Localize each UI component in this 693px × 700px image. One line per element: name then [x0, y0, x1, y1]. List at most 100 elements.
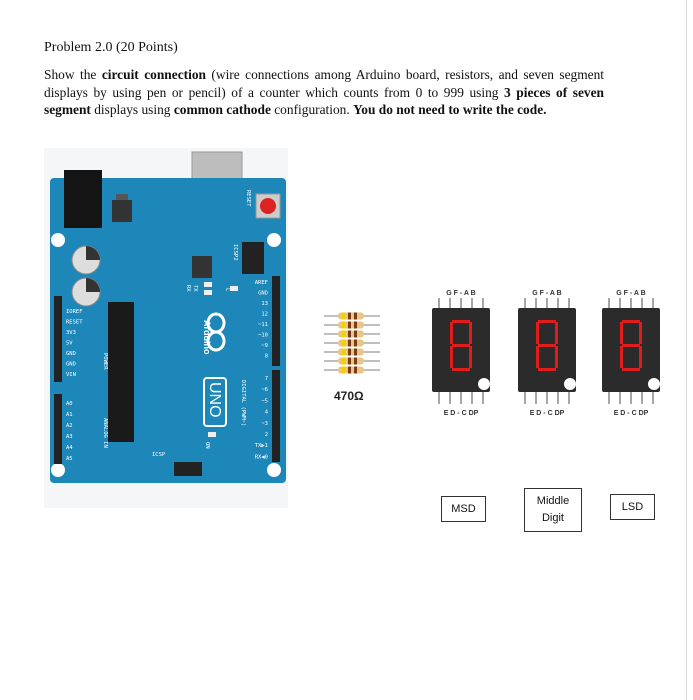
- display-body: [432, 308, 490, 392]
- circuit-figure: RESET ICSP2 TX RX L Arduino UNO ON ICSP: [44, 148, 684, 548]
- display-segment: [622, 344, 640, 347]
- display-segment: [450, 346, 453, 368]
- display-segment: [555, 322, 558, 344]
- voltage-regulator: [112, 200, 132, 222]
- display-segment: [452, 368, 470, 371]
- analog-pin-label: A0: [66, 401, 73, 407]
- microcontroller-chip: [108, 302, 134, 442]
- model-badge: [203, 377, 227, 427]
- digital-pin-label: ~5: [261, 398, 268, 404]
- page-edge-line: [686, 0, 687, 700]
- digital-header-top: [272, 276, 280, 366]
- capacitor-mark: [86, 278, 100, 292]
- resistor: [324, 357, 380, 365]
- power-jack: [64, 170, 102, 228]
- display-segment: [620, 346, 623, 368]
- seven-segment-displays: G F - A BE D - C DPG F - A BE D - C DPG …: [432, 290, 660, 417]
- resistor: [324, 312, 380, 320]
- msd-label-box: MSD: [441, 496, 486, 522]
- seven-segment-display: G F - A BE D - C DP: [432, 290, 490, 417]
- power-pin-label: RESET: [66, 320, 83, 326]
- analog-label: ANALOG IN: [102, 418, 108, 448]
- pin-labels: IOREFRESET3V35VGNDGNDVINA0A1A2A3A4A5AREF…: [66, 280, 269, 462]
- power-label: POWER: [102, 353, 108, 370]
- mount-hole: [267, 463, 281, 477]
- digital-pin-label: 4: [265, 410, 269, 416]
- digital-pin-label: ~10: [258, 333, 268, 339]
- text-run: Show the: [44, 67, 102, 82]
- reset-button[interactable]: [260, 198, 276, 214]
- resistor-value-label: 470Ω: [334, 389, 364, 403]
- analog-pin-label: A3: [66, 434, 73, 440]
- power-pin-label: GND: [66, 351, 76, 357]
- display-segment: [450, 322, 453, 344]
- display-segment: [536, 346, 539, 368]
- lsd-label: LSD: [621, 500, 644, 513]
- resistor: [324, 321, 380, 329]
- icsp2-header: [242, 242, 264, 274]
- text-run: configuration.: [270, 102, 354, 118]
- middle-digit-label: Middle Digit: [536, 495, 570, 524]
- analog-pin-label: A1: [66, 412, 73, 418]
- resistor: [324, 330, 380, 338]
- digital-label: DIGITAL (PWM~): [240, 380, 246, 426]
- mount-hole: [51, 463, 65, 477]
- power-pin-label: IOREF: [66, 309, 83, 315]
- l-label: L: [224, 288, 230, 292]
- resistor: [324, 339, 380, 347]
- mount-hole: [51, 233, 65, 247]
- regulator-tab: [116, 194, 128, 200]
- icsp-label: ICSP: [152, 452, 166, 458]
- seven-segment-display: G F - A B E D - C DP: [518, 290, 576, 417]
- tx-label: TX: [192, 285, 198, 292]
- digital-pin-label: 8: [265, 354, 268, 360]
- rx-led: [204, 290, 212, 295]
- display-bottom-pins: E D - C DP: [614, 410, 649, 417]
- capacitor-mark: [86, 246, 100, 260]
- problem-title: Problem 2.0 (20 Points): [44, 40, 178, 55]
- analog-pin-label: A4: [66, 445, 73, 451]
- model-label: UNO: [206, 382, 223, 418]
- usb-chip: [192, 256, 212, 278]
- middle-digit-label-box: Middle Digit: [524, 488, 582, 532]
- resistor-array: [324, 312, 380, 374]
- digital-pin-label: RX◀0: [255, 454, 268, 460]
- problem-statement: Show the circuit connection (wire connec…: [44, 66, 604, 119]
- text-run: (wire connections among Arduino board, r…: [44, 67, 604, 100]
- icsp2-label: ICSP2: [232, 244, 238, 261]
- text-run: displays using: [90, 102, 174, 118]
- display-segment: [639, 346, 642, 368]
- resistor: [324, 348, 380, 356]
- tx-led: [204, 282, 212, 287]
- power-pin-label: 5V: [66, 341, 73, 347]
- seven-segment-display: G F - A BE D - C DP: [602, 290, 660, 417]
- display-segment: [555, 346, 558, 368]
- analog-header: [54, 394, 62, 464]
- display-segment: [538, 368, 556, 371]
- display-segment: [536, 322, 539, 344]
- msd-label: MSD: [451, 502, 476, 515]
- display-body: [518, 308, 576, 392]
- digital-pin-label: ~3: [261, 421, 268, 427]
- display-segment: [538, 320, 556, 323]
- reset-label: RESET: [245, 190, 251, 207]
- digital-pin-label: GND: [258, 291, 268, 297]
- on-label: ON: [204, 442, 210, 449]
- digital-header-bottom: [272, 370, 280, 462]
- display-segment: [622, 368, 640, 371]
- display-dot: [648, 378, 660, 390]
- display-bottom-pins: E D - C DP: [444, 410, 479, 417]
- arduino-logo-icon: [206, 312, 226, 352]
- display-bottom-pins: E D - C DP: [530, 410, 565, 417]
- display-dot: [564, 378, 576, 390]
- display-top-pins: G F - A B: [532, 290, 561, 297]
- rx-label: RX: [185, 285, 191, 292]
- lsd-label-box: LSD: [610, 494, 655, 520]
- text-run-bold: circuit connection: [101, 67, 206, 82]
- display-segment: [639, 322, 642, 344]
- digital-pin-label: 12: [261, 312, 268, 318]
- digital-pin-label: AREF: [255, 280, 268, 286]
- display-segment: [538, 344, 556, 347]
- digital-pin-label: 2: [265, 432, 268, 438]
- resistor: [324, 366, 380, 374]
